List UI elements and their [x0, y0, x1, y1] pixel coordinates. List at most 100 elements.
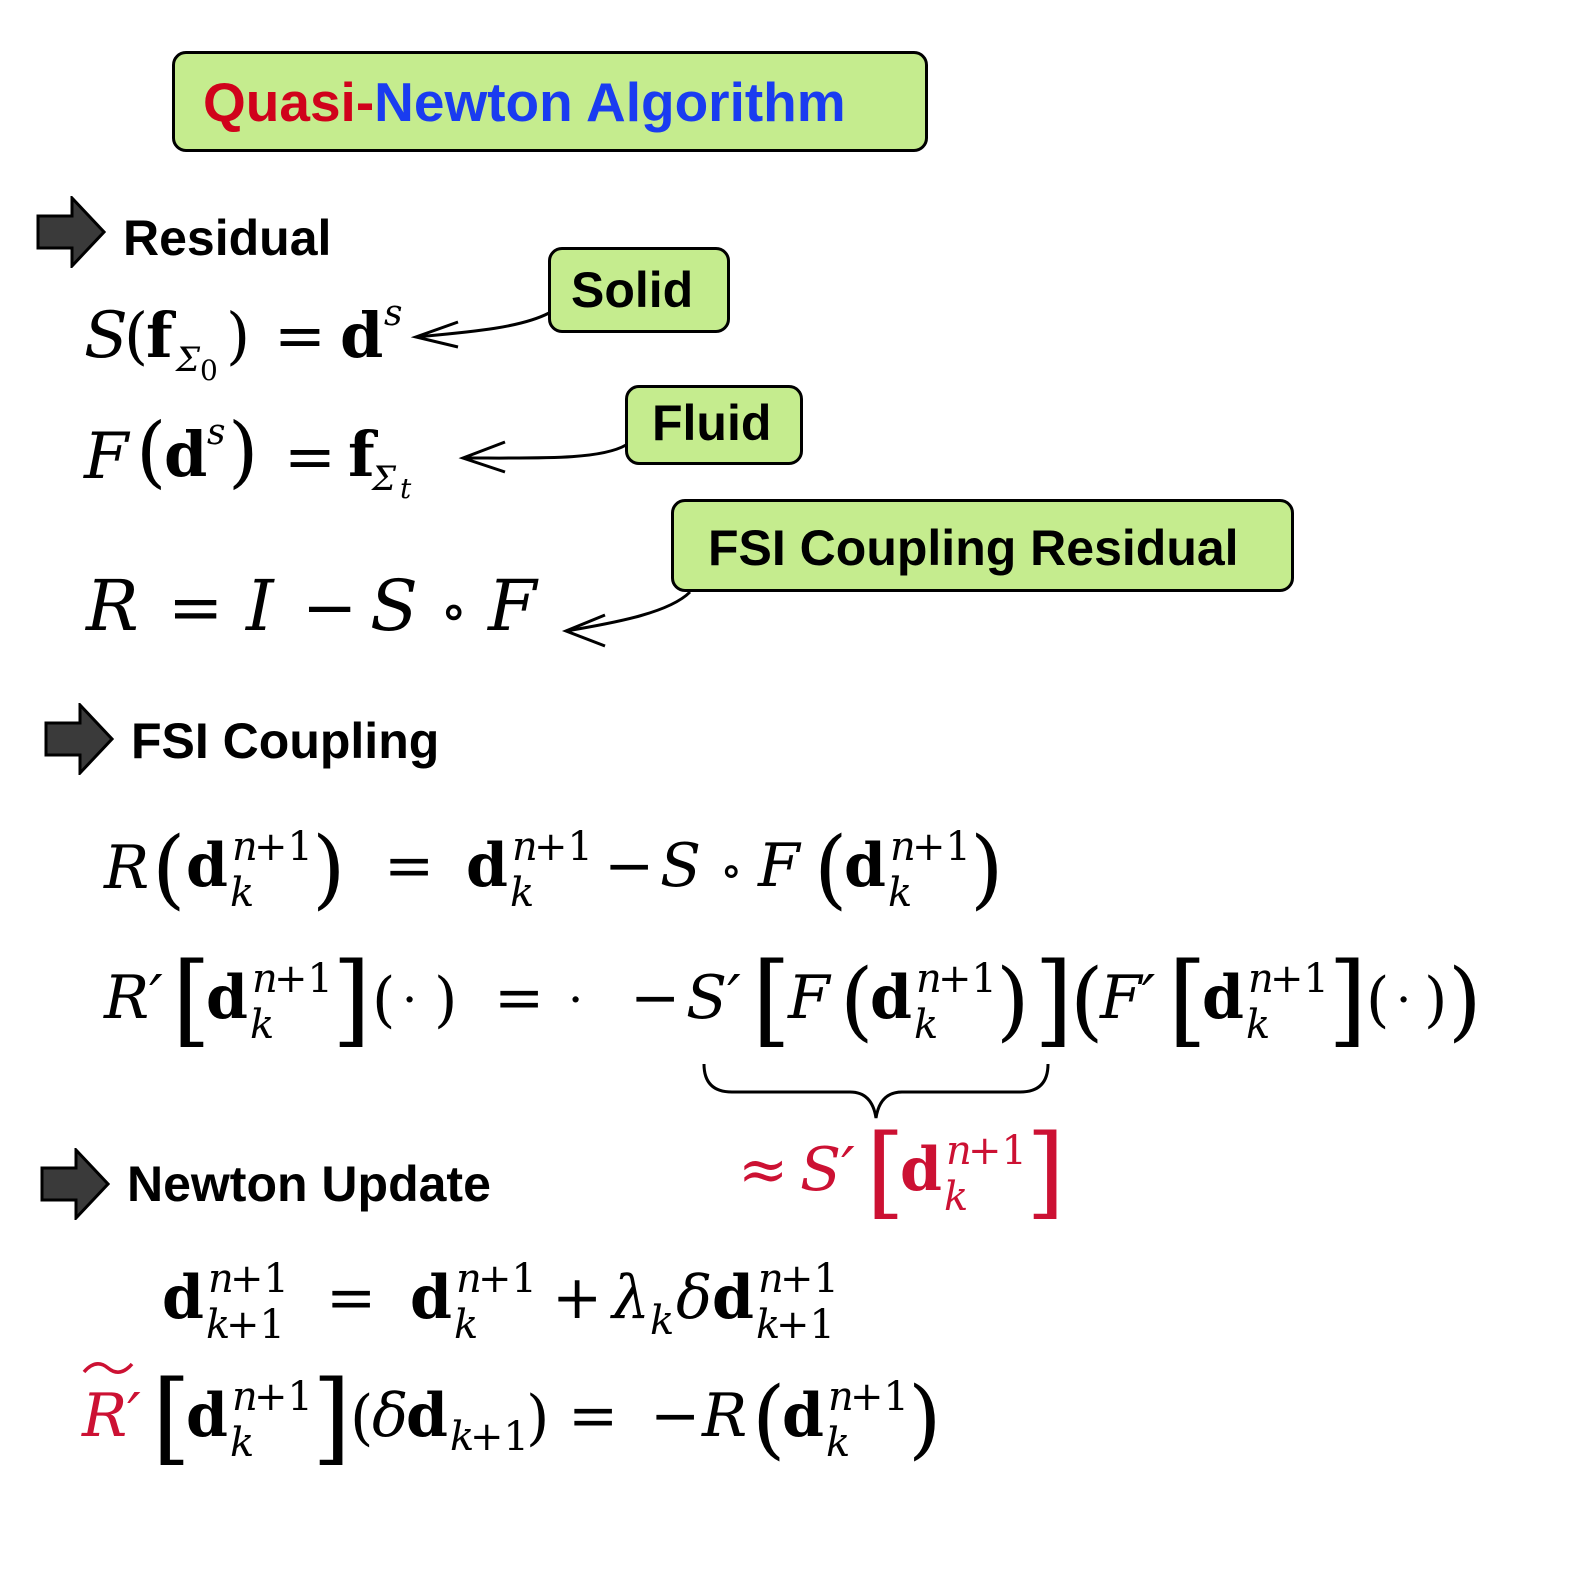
svg-text:F′: F′ [1099, 963, 1156, 1033]
svg-text:+: + [552, 1263, 602, 1333]
svg-text:n: n [828, 1374, 854, 1420]
svg-text:k: k [1246, 1002, 1270, 1048]
svg-text:n: n [758, 1256, 784, 1302]
svg-text:(: ( [124, 299, 148, 372]
section-newton-update: Newton Update [127, 1156, 491, 1212]
callout-solid-box [548, 247, 730, 333]
svg-text:k: k [230, 870, 254, 916]
svg-text:−: − [630, 963, 680, 1033]
svg-text:d: d [410, 1263, 452, 1333]
svg-text:R′: R′ [81, 1381, 141, 1451]
svg-text:=: = [384, 831, 434, 901]
svg-text:+1: +1 [968, 1128, 1027, 1174]
svg-text:]: ] [312, 1359, 351, 1476]
svg-text:(: ( [1070, 951, 1104, 1051]
svg-text:S′: S′ [800, 1135, 855, 1205]
svg-text:R: R [103, 833, 149, 903]
svg-text:(: ( [840, 951, 874, 1051]
right-arrow-icon [44, 703, 114, 775]
svg-text:(: ( [814, 819, 848, 919]
svg-text:[: [ [866, 1113, 905, 1230]
svg-text:n: n [890, 824, 916, 870]
svg-text:k: k [250, 1002, 274, 1048]
svg-text:d: d [782, 1381, 824, 1451]
svg-text:f: f [348, 418, 378, 491]
svg-text:k: k [230, 1420, 254, 1466]
svg-text:+1: +1 [534, 824, 593, 870]
eq-approx: ≈ S′ [ d n+1 k ] [738, 1113, 1065, 1230]
svg-text:f: f [146, 299, 176, 372]
svg-text:F: F [83, 420, 131, 494]
eq-newton-update: d n+1 k+1 = d n+1 k + λ k δ d n+1 k+1 [162, 1256, 839, 1348]
svg-text:≈: ≈ [738, 1135, 788, 1205]
svg-text:(: ( [152, 819, 186, 919]
svg-text:(: ( [350, 1383, 373, 1453]
svg-text:k: k [454, 1302, 478, 1348]
svg-text:): ) [1424, 965, 1447, 1035]
svg-text:∘: ∘ [440, 579, 467, 644]
svg-text:d: d [206, 963, 248, 1033]
svg-text:−: − [302, 569, 357, 646]
callout-fsi-residual: FSI Coupling Residual [708, 520, 1239, 576]
svg-text:S: S [660, 831, 701, 901]
svg-text:+1: +1 [776, 1302, 835, 1348]
svg-text:F: F [787, 963, 832, 1033]
callout-solid: Solid [571, 262, 694, 318]
svg-text:d: d [162, 1263, 204, 1333]
svg-text:d: d [900, 1135, 942, 1205]
svg-text:=: = [326, 1263, 376, 1333]
svg-text:]: ] [1328, 941, 1367, 1058]
svg-text:): ) [526, 1383, 549, 1453]
svg-text:d: d [340, 299, 383, 372]
svg-text:[: [ [752, 941, 791, 1058]
svg-text:d: d [844, 831, 886, 901]
right-arrow-icon [40, 1148, 110, 1220]
svg-text:d: d [406, 1381, 448, 1451]
callout-fluid: Fluid [652, 395, 772, 451]
svg-text:−: − [650, 1381, 700, 1451]
svg-text:R: R [84, 565, 139, 647]
svg-text:−: − [604, 831, 654, 901]
eq-coupling-residual: R = I − S ∘ F [84, 565, 539, 647]
svg-text:=: = [494, 963, 544, 1033]
svg-text:I: I [244, 565, 275, 647]
svg-text:+1: +1 [478, 1256, 537, 1302]
svg-text:+1: +1 [1270, 956, 1329, 1002]
svg-text:+1: +1 [254, 824, 313, 870]
svg-text:∘: ∘ [720, 843, 743, 897]
svg-text:Σ: Σ [174, 340, 201, 380]
svg-text:R′: R′ [103, 963, 163, 1033]
svg-text:n: n [232, 824, 258, 870]
svg-text:+1: +1 [850, 1374, 909, 1420]
svg-text:·: · [402, 972, 417, 1028]
svg-text:d: d [870, 963, 912, 1033]
svg-text:+1: +1 [230, 1256, 289, 1302]
svg-text:S′: S′ [686, 963, 741, 1033]
svg-text:S: S [84, 299, 128, 373]
svg-text:F: F [486, 565, 539, 647]
svg-text:): ) [970, 819, 1004, 919]
title-newton: Newton Algorithm [374, 71, 846, 133]
eq-solid: S ( f Σ 0 ) = d s [84, 293, 402, 387]
svg-text:=: = [284, 420, 336, 493]
svg-text:[: [ [152, 1359, 191, 1476]
underbrace [702, 1063, 1050, 1119]
svg-text:]: ] [1026, 1113, 1065, 1230]
svg-text:[: [ [172, 941, 211, 1058]
svg-text:=: = [168, 569, 223, 646]
callout-fluid-box [625, 385, 803, 465]
svg-text:k: k [826, 1420, 850, 1466]
page-title: Quasi-Newton Algorithm [203, 75, 846, 130]
svg-text:Σ: Σ [370, 459, 397, 499]
svg-text:): ) [434, 965, 457, 1035]
eq-fsi-jacobian: R′ [ d n+1 k ] ( · ) = · − S′ [ F ( d n+… [103, 941, 1482, 1058]
svg-text:+1: +1 [780, 1256, 839, 1302]
svg-text:): ) [996, 951, 1030, 1051]
svg-text:(: ( [136, 407, 166, 497]
svg-text:+1: +1 [938, 956, 997, 1002]
svg-text:=: = [568, 1381, 618, 1451]
callout-fsi-residual-box [671, 499, 1294, 592]
svg-text:n: n [916, 956, 942, 1002]
svg-text:n: n [208, 1256, 234, 1302]
